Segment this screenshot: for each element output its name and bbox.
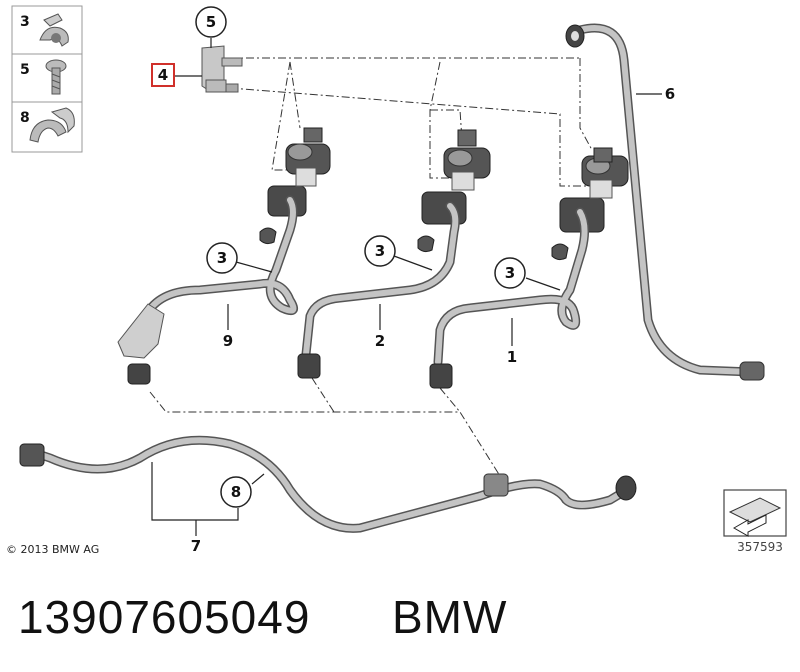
callout-3-left: 3 [206, 242, 238, 274]
reference-icon-box [723, 489, 787, 537]
callout-4-highlight-box [151, 63, 175, 87]
callout-3-middle: 3 [364, 235, 396, 267]
svg-text:6: 6 [665, 85, 675, 103]
clip-icon [39, 13, 69, 47]
callout-7: 7 [191, 537, 201, 555]
hose-1 [429, 207, 590, 389]
svg-text:3: 3 [217, 249, 227, 267]
copyright-text: © 2013 BMW AG [6, 543, 100, 556]
legend-box: 3 5 8 [11, 5, 83, 153]
part-number: 13907605049 [18, 591, 311, 643]
callout-8: 8 [220, 476, 252, 508]
svg-text:5: 5 [206, 13, 216, 31]
brand-name: BMW [391, 591, 508, 643]
svg-text:7: 7 [191, 537, 201, 555]
callout-5: 5 [195, 6, 227, 38]
svg-text:8: 8 [231, 483, 241, 501]
svg-text:2: 2 [375, 332, 385, 350]
callout-1: 1 [507, 348, 517, 366]
callout-3-right: 3 [494, 257, 526, 289]
svg-text:3: 3 [375, 242, 385, 260]
hose-2 [297, 201, 460, 379]
hose-9 [117, 195, 299, 385]
pipe-6 [565, 23, 765, 381]
screw-icon [45, 59, 67, 95]
svg-text:1: 1 [507, 348, 517, 366]
svg-text:4: 4 [158, 66, 168, 84]
callout-4: 4 [151, 63, 175, 87]
legend-5-number: 5 [20, 62, 30, 78]
svg-text:9: 9 [223, 332, 233, 350]
part-number-caption: 13907605049 BMW [18, 590, 507, 644]
callout-2: 2 [375, 332, 385, 350]
legend-8-number: 8 [20, 110, 30, 126]
callout-7-bracket [151, 462, 239, 536]
legend-3-number: 3 [20, 14, 30, 30]
leader-lines [175, 38, 662, 485]
valve-right [551, 147, 629, 261]
callout-9: 9 [223, 332, 233, 350]
bracket-part-4 [201, 45, 243, 93]
reference-number: 357593 [737, 540, 783, 554]
callout-6: 6 [665, 85, 675, 103]
svg-text:3: 3 [505, 264, 515, 282]
hose-7 [19, 435, 637, 533]
double-clip-icon [29, 107, 75, 143]
angle-arrow-icon [728, 497, 782, 537]
